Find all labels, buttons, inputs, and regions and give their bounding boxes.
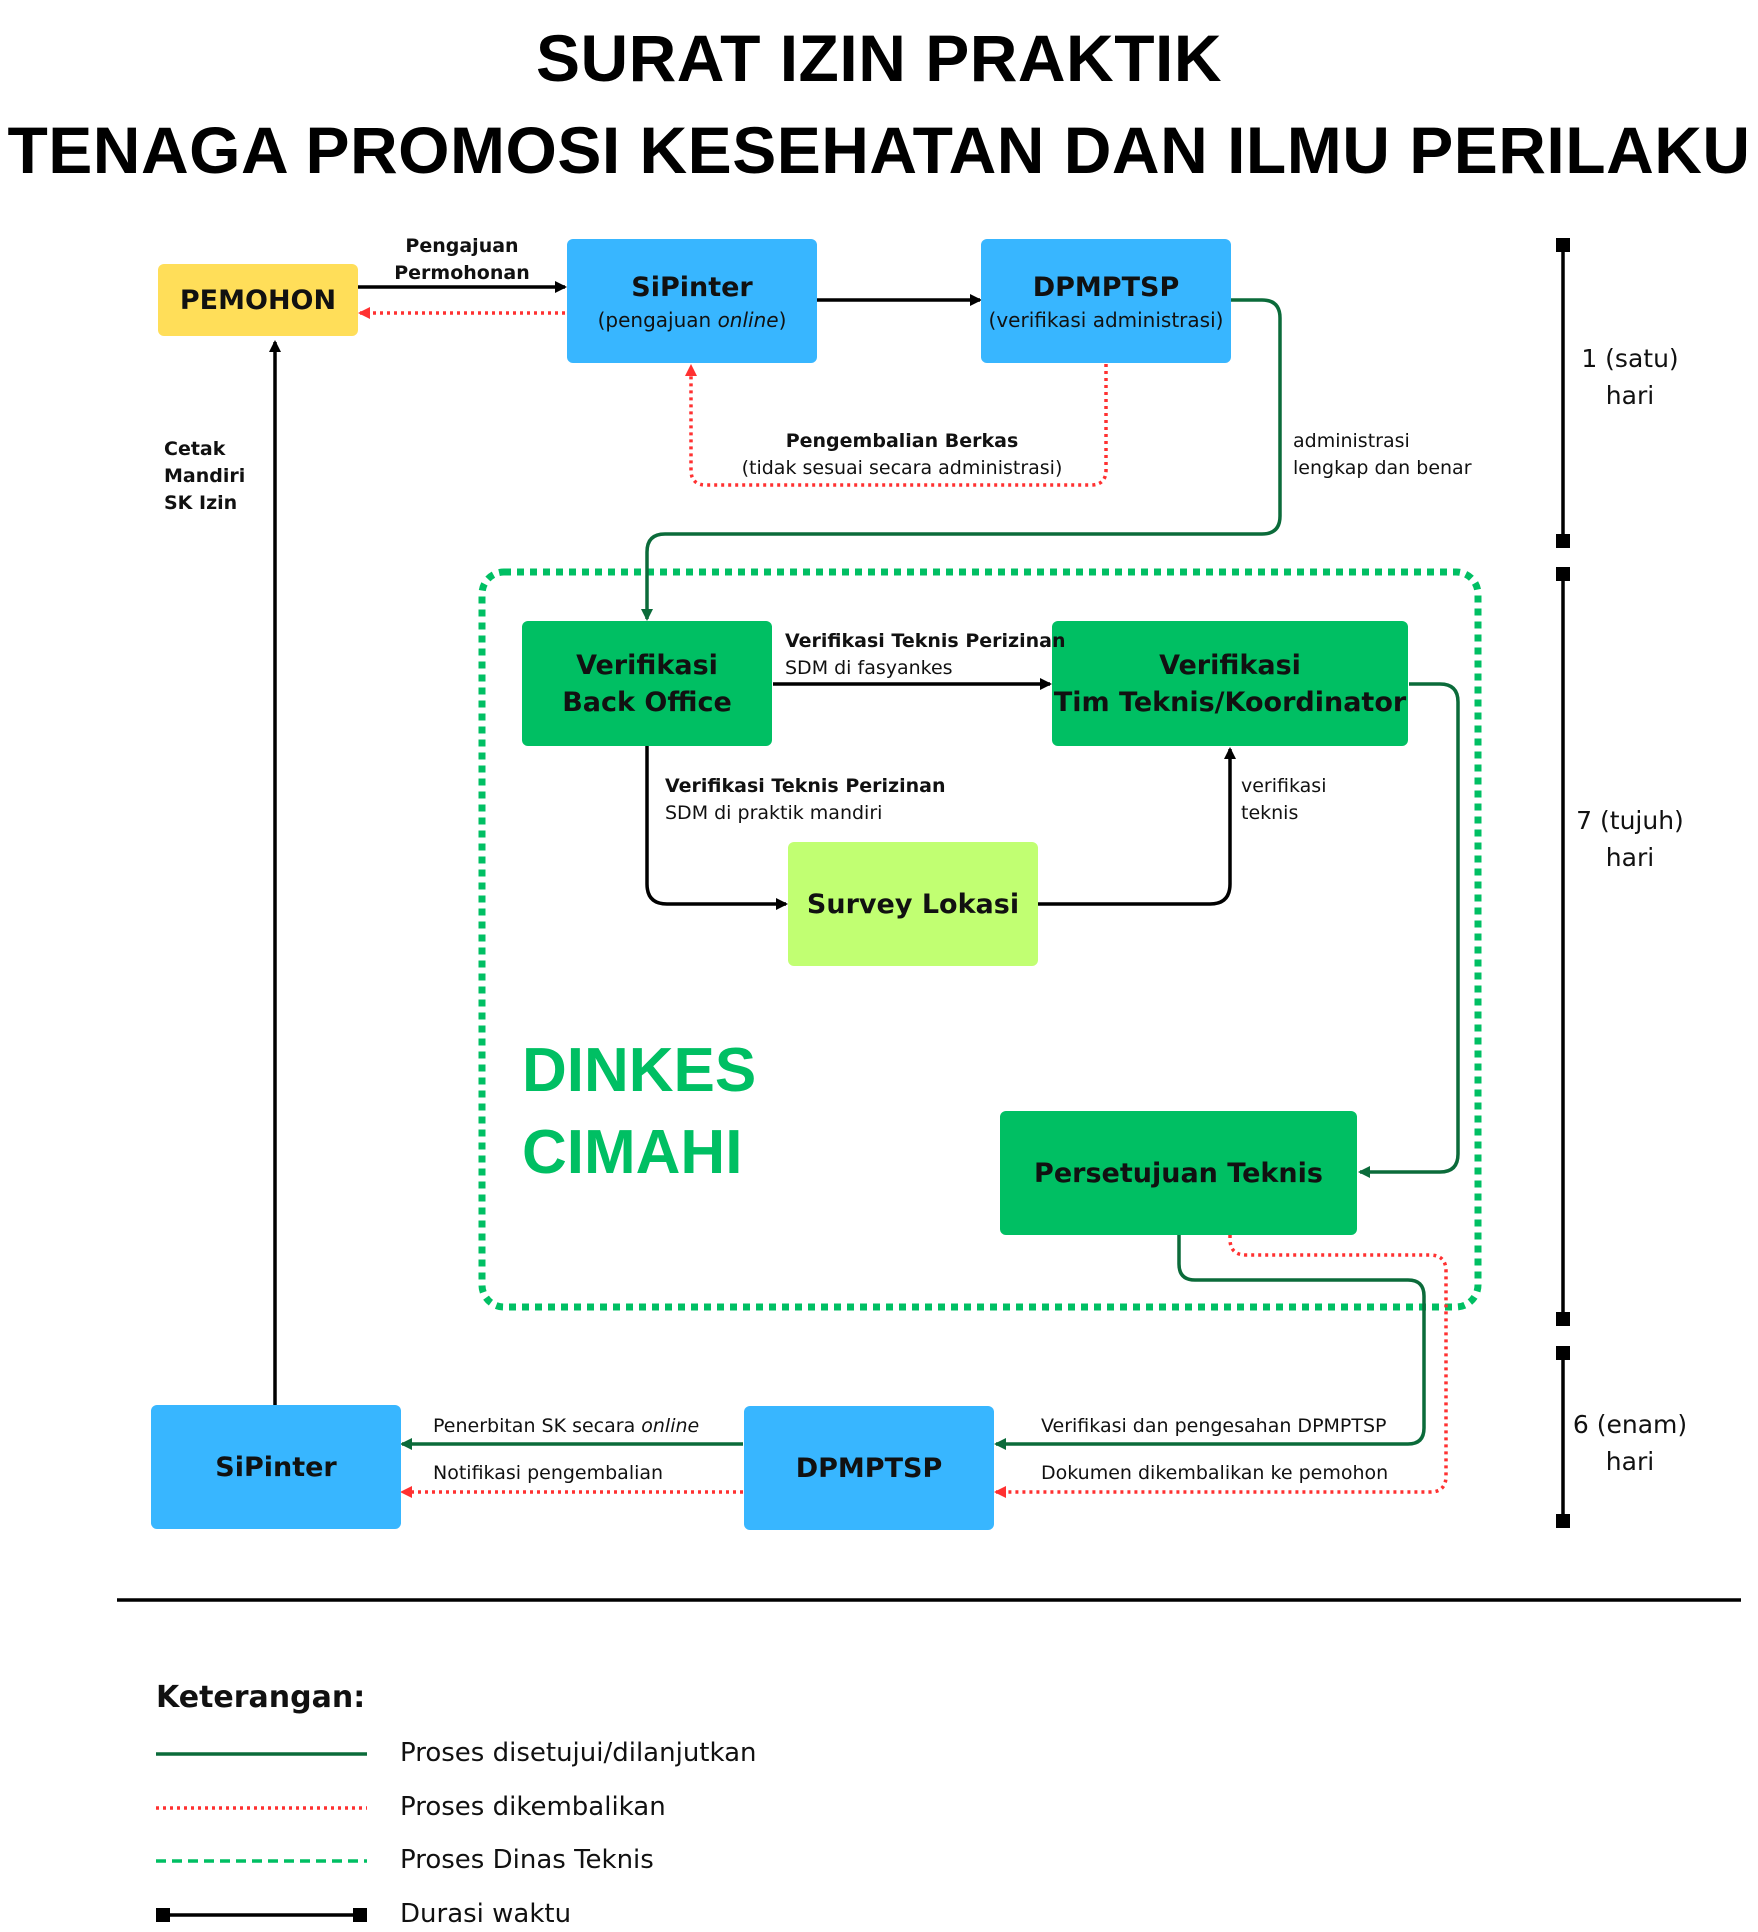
arrow-praktik-mandiri xyxy=(645,746,788,910)
duration-bar-2 xyxy=(1556,567,1570,1326)
node-sipinter-bottom: SiPinter xyxy=(151,1405,401,1529)
arrow-dikembalikan xyxy=(994,1235,1448,1498)
edge-label-dikembalikan: Dokumen dikembalikan ke pemohon xyxy=(1041,1462,1389,1484)
node-dpmptsp-top-sub: (verifikasi administrasi) xyxy=(988,307,1224,332)
node-back-office-line1: Verifikasi xyxy=(576,649,718,681)
duration-label-3: 6 (enam) hari xyxy=(1572,1410,1688,1476)
dinas-label: DINKES CIMAHI xyxy=(522,1036,757,1187)
node-pemohon-label: PEMOHON xyxy=(179,284,337,316)
edge-label-pengesahan: Verifikasi dan pengesahan DPMPTSP xyxy=(1041,1415,1387,1437)
node-tim-teknis-line1: Verifikasi xyxy=(1159,649,1301,681)
node-persetujuan-teknis: Persetujuan Teknis xyxy=(1000,1111,1357,1235)
node-survey-lokasi: Survey Lokasi xyxy=(788,842,1038,966)
edge-label-praktik-mandiri: Verifikasi Teknis Perizinan SDM di prakt… xyxy=(665,775,946,824)
edge-label-pengajuan: Pengajuan Permohonan xyxy=(394,235,530,284)
edge-label-penerbitan: Penerbitan SK secara online xyxy=(433,1415,700,1437)
node-sipinter-top-sub: (pengajuan online) xyxy=(597,307,787,332)
arrow-pengembalian-berkas xyxy=(685,364,1108,487)
node-sipinter-bottom-label: SiPinter xyxy=(215,1451,337,1483)
arrow-pengesahan xyxy=(994,1235,1426,1450)
title-line-1: SURAT IZIN PRAKTIK xyxy=(535,21,1223,95)
arrow-verifikasi-teknis xyxy=(1038,747,1236,906)
edge-label-fasyankes: Verifikasi Teknis Perizinan SDM di fasya… xyxy=(785,630,1066,679)
edge-label-pengembalian: Pengembalian Berkas (tidak sesuai secara… xyxy=(741,430,1063,479)
node-dpmptsp-bottom-label: DPMPTSP xyxy=(795,1452,943,1484)
legend-item-approved: Proses disetujui/dilanjutkan xyxy=(400,1738,757,1768)
edge-label-notifikasi: Notifikasi pengembalian xyxy=(433,1462,664,1484)
edge-label-administrasi: administrasi lengkap dan benar xyxy=(1293,430,1472,479)
legend-item-duration: Durasi waktu xyxy=(400,1899,572,1929)
legend-title: Keterangan: xyxy=(156,1680,366,1715)
edge-label-cetak: Cetak Mandiri SK Izin xyxy=(164,438,246,514)
edge-label-verifikasi-teknis: verifikasi teknis xyxy=(1241,775,1327,824)
node-dpmptsp-top-label: DPMPTSP xyxy=(1032,271,1180,303)
arrow-administrasi-lengkap xyxy=(641,298,1282,621)
legend-item-dinas: Proses Dinas Teknis xyxy=(400,1845,654,1875)
node-back-office: Verifikasi Back Office xyxy=(522,621,772,746)
node-back-office-line2: Back Office xyxy=(562,686,732,718)
node-tim-teknis: Verifikasi Tim Teknis/Koordinator xyxy=(1052,621,1408,746)
duration-bar-3 xyxy=(1556,1346,1570,1528)
dinas-region-border xyxy=(478,568,1482,1311)
node-dpmptsp-top: DPMPTSP (verifikasi administrasi) xyxy=(981,239,1231,363)
duration-bar-1 xyxy=(1556,238,1570,548)
node-sipinter-top-label: SiPinter xyxy=(631,271,753,303)
node-tim-teknis-line2: Tim Teknis/Koordinator xyxy=(1053,686,1407,718)
title-line-2: TENAGA PROMOSI KESEHATAN DAN ILMU PERILA… xyxy=(7,113,1751,187)
duration-label-2: 7 (tujuh) hari xyxy=(1576,806,1684,872)
node-survey-lokasi-label: Survey Lokasi xyxy=(806,888,1020,920)
legend-duration-swatch xyxy=(156,1908,367,1922)
node-dpmptsp-bottom: DPMPTSP xyxy=(744,1406,994,1530)
node-persetujuan-teknis-label: Persetujuan Teknis xyxy=(1034,1157,1323,1189)
legend-item-returned: Proses dikembalikan xyxy=(400,1792,666,1822)
duration-label-1: 1 (satu) hari xyxy=(1581,344,1679,410)
node-pemohon: PEMOHON xyxy=(158,264,358,336)
node-sipinter-top: SiPinter (pengajuan online) xyxy=(567,239,817,363)
arrow-tim-persetujuan xyxy=(1358,682,1460,1178)
